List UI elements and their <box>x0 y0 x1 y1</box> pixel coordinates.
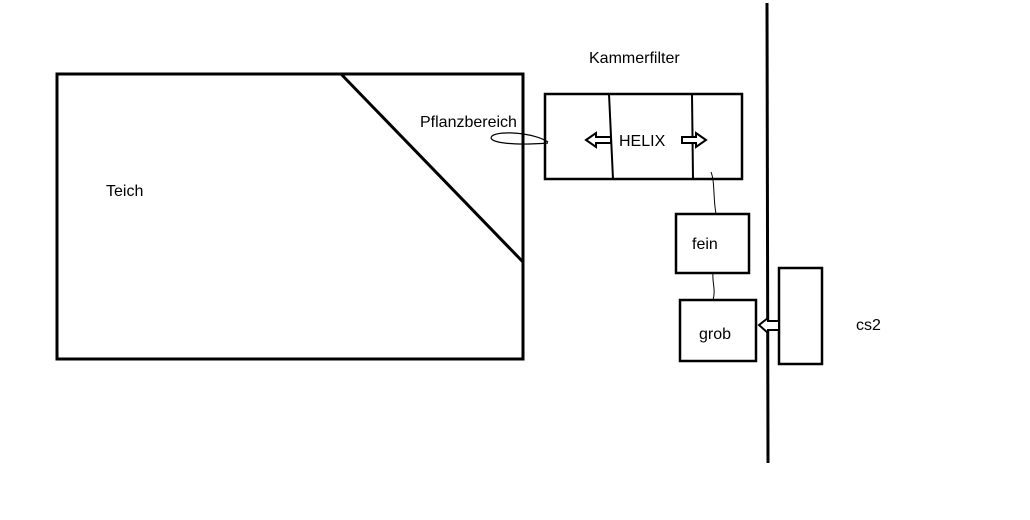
cs2-group: cs2 <box>757 266 881 366</box>
pflanzbereich-group: Pflanzbereich <box>420 114 549 145</box>
cs2-box <box>777 266 824 366</box>
wall-line <box>765 2 770 464</box>
grob-box <box>678 298 758 363</box>
kammerfilter-group: Kammerfilter HELIX <box>543 50 744 181</box>
kammerfilter-label: Kammerfilter <box>589 50 680 67</box>
teich-label: Teich <box>106 183 143 200</box>
cs2-grob-arrow-icon <box>757 315 780 336</box>
grob-label: grob <box>699 326 731 343</box>
helix-label: HELIX <box>619 133 666 150</box>
pflanzbereich-label: Pflanzbereich <box>420 114 517 131</box>
kammerfilter-fein-connector <box>710 171 717 215</box>
cs2-label: cs2 <box>856 317 881 334</box>
teich-box <box>55 72 525 361</box>
kammerfilter-box <box>543 92 744 181</box>
fein-group: fein <box>674 212 751 275</box>
pflanzbereich-divider <box>339 72 525 264</box>
fein-label: fein <box>692 236 718 253</box>
grob-group: grob <box>678 298 758 363</box>
fein-grob-connector <box>712 272 715 301</box>
pflanzbereich-connector <box>490 132 549 145</box>
helix-arrow-right-icon <box>681 131 708 149</box>
teich-group: Teich <box>55 72 525 361</box>
helix-arrow-left-icon <box>584 131 612 149</box>
